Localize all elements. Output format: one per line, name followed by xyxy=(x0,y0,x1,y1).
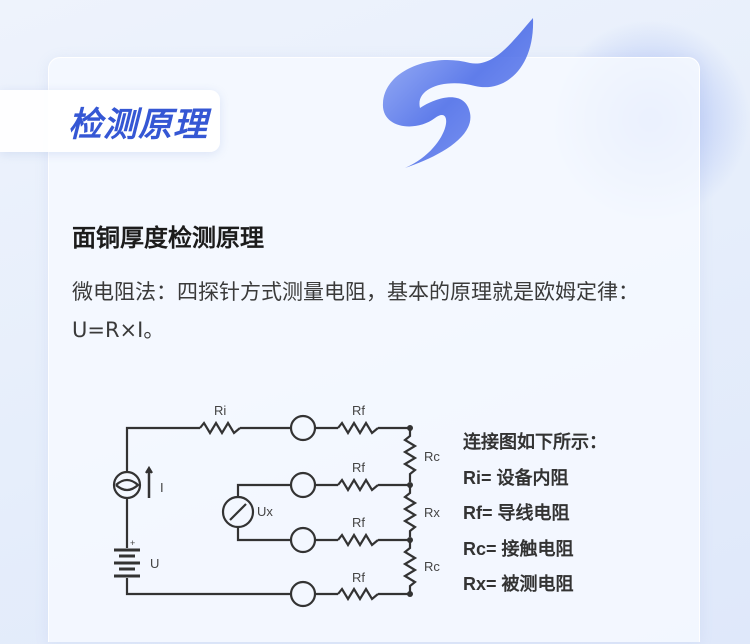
legend-title: 连接图如下所示： xyxy=(463,432,607,452)
wire-probe-lower xyxy=(236,527,410,542)
resistor-ri xyxy=(199,420,241,436)
probe-2 xyxy=(289,471,317,499)
resistor-rf-2 xyxy=(337,477,379,493)
label-rc-1: Rc xyxy=(424,449,440,464)
label-rf-2: Rf xyxy=(352,460,365,475)
junction-nodes xyxy=(407,425,413,597)
probe-3 xyxy=(289,526,317,554)
four-probe-circuit-diagram: Ri Rf Rf Rf Rf Rc Rx Rc Ux I U + xyxy=(112,403,440,608)
content-heading: 面铜厚度检测原理 xyxy=(72,224,264,252)
section-title: 检测原理 xyxy=(68,104,208,145)
wire-top xyxy=(125,426,410,472)
current-source-icon xyxy=(112,465,153,500)
resistor-rf-3 xyxy=(337,532,379,548)
section-badge: 检测原理 xyxy=(0,90,220,152)
label-u: U xyxy=(150,556,159,571)
probe-4 xyxy=(289,580,317,608)
resistor-rc-1 xyxy=(402,428,418,482)
legend-item: Rf= 导线电阻 xyxy=(463,503,570,523)
content-paragraph: 微电阻法：四探针方式测量电阻，基本的原理就是欧姆定律：U=R×I。 xyxy=(72,280,639,342)
label-rf-3: Rf xyxy=(352,515,365,530)
wire-left-bottom xyxy=(125,498,410,596)
resistor-rf-4 xyxy=(337,586,379,602)
label-ux: Ux xyxy=(257,504,273,519)
legend-item: Rx= 被测电阻 xyxy=(463,574,574,594)
resistor-rf-1 xyxy=(337,420,379,436)
wire-probe-upper xyxy=(236,483,410,497)
resistor-rc-2 xyxy=(402,540,418,596)
legend-item: Rc= 接触电阻 xyxy=(463,538,574,559)
label-plus: + xyxy=(130,538,135,548)
label-rc-2: Rc xyxy=(424,559,440,574)
circuit-legend: 连接图如下所示： Ri= 设备内阻 Rf= 导线电阻 Rc= 接触电阻 Rx= … xyxy=(463,425,607,603)
battery-icon xyxy=(114,548,140,578)
label-rf-4: Rf xyxy=(352,570,365,585)
resistor-rx xyxy=(402,485,418,537)
label-i: I xyxy=(160,480,164,495)
voltmeter-icon xyxy=(221,495,255,529)
legend-item: Ri= 设备内阻 xyxy=(463,467,569,488)
probe-1 xyxy=(289,414,317,442)
label-ri: Ri xyxy=(214,403,226,418)
label-rx: Rx xyxy=(424,505,440,520)
label-rf-1: Rf xyxy=(352,403,365,418)
ribbon-decoration-icon xyxy=(382,18,534,168)
